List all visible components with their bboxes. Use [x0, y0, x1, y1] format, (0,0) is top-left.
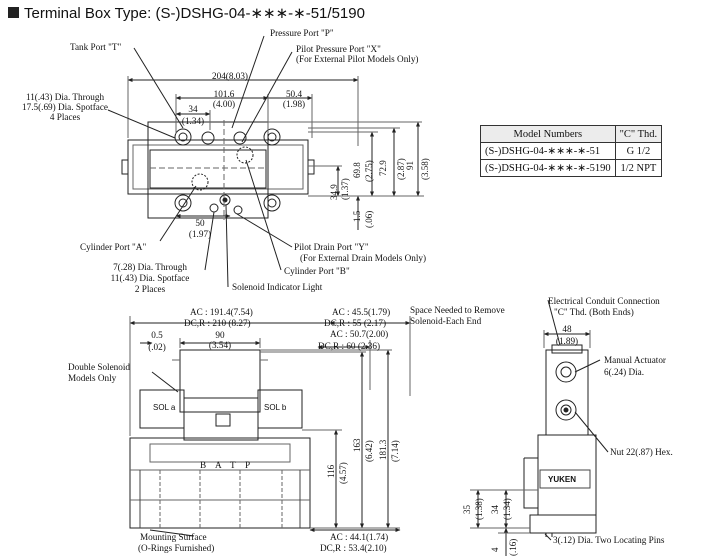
- pilot-drain-port-note: (For External Drain Models Only): [300, 253, 427, 263]
- dim-48: 48: [562, 324, 572, 334]
- dim-90: 90: [215, 330, 225, 340]
- dim-34-side: 34: [490, 505, 500, 514]
- bolt-hole-line1: 11(.43) Dia. Through: [25, 92, 105, 102]
- port-a-mark: A: [215, 460, 222, 470]
- dim-91-inch: (3.58): [420, 158, 430, 180]
- dim-90-inch: (3.54): [208, 340, 232, 350]
- space-needed-line2: Solenoid-Each End: [410, 316, 482, 326]
- dim-163-inch: (6.42): [364, 440, 374, 462]
- dim-0-5-inch: (.02): [148, 342, 166, 352]
- dim-34-9-inch: (1.37): [340, 178, 350, 200]
- dim-34: 34: [188, 104, 198, 114]
- pressure-port-label: Pressure Port "P": [270, 28, 334, 38]
- pin-hole-line2: 11(.43) Dia. Spotface: [110, 273, 190, 283]
- port-p-mark: P: [245, 460, 251, 470]
- table-cell-model: (S-)DSHG-04-∗∗∗-∗-51: [480, 142, 616, 160]
- port-b-mark: B: [200, 460, 207, 470]
- dim-dc-55: DC,R : 55 (2.17): [324, 318, 387, 328]
- locating-pins-label: 3(.12) Dia. Two Locating Pins: [553, 535, 665, 545]
- space-needed-line1: Space Needed to Remove: [410, 305, 505, 315]
- pin-hole-line1: 7(.28) Dia. Through: [113, 262, 187, 272]
- pilot-drain-port-label: Pilot Drain Port "Y": [294, 242, 369, 252]
- front-view-dimensions: [129, 316, 411, 537]
- dim-34-inch: (1.34): [181, 116, 205, 126]
- table-row: (S-)DSHG-04-∗∗∗-∗-5190 1/2 NPT: [480, 159, 663, 177]
- dim-35-inch: (1.38): [474, 498, 484, 520]
- dim-101-6-inch: (4.00): [212, 99, 236, 109]
- dim-50-4: 50.4: [285, 89, 303, 99]
- dim-ac-50-7: AC : 50.7(2.00): [330, 329, 389, 339]
- sol-a-tag: SOL a: [153, 403, 176, 412]
- dim-34-side-inch: (1.34): [502, 498, 512, 520]
- pilot-pressure-port-note: (For External Pilot Models Only): [296, 54, 419, 64]
- manual-actuator-line1: Manual Actuator: [604, 355, 666, 365]
- dim-ac-45-5: AC : 45.5(1.79): [332, 307, 391, 317]
- cylinder-port-b-label: Cylinder Port "B": [284, 266, 350, 276]
- bolt-hole-line2: 17.5(.69) Dia. Spotface: [22, 102, 108, 112]
- table-cell-thread: 1/2 NPT: [614, 159, 663, 177]
- page-title-text: Terminal Box Type: (S-)DSHG-04-∗∗∗-∗-51/…: [24, 5, 365, 22]
- table-header-row: Model Numbers "C" Thd.: [480, 125, 663, 143]
- dim-101-6: 101.6: [213, 89, 235, 99]
- dim-69-8: 69.8: [352, 162, 362, 178]
- dim-34-9: 34.9: [329, 184, 339, 200]
- page-title: Terminal Box Type: (S-)DSHG-04-∗∗∗-∗-51/…: [8, 4, 365, 22]
- dim-50-4-inch: (1.98): [282, 99, 306, 109]
- side-view-dimensions: [470, 299, 609, 556]
- table-cell-model: (S-)DSHG-04-∗∗∗-∗-5190: [480, 159, 616, 177]
- front-view-valve: [129, 349, 311, 529]
- dim-163: 163: [352, 438, 362, 453]
- pin-hole-line3: 2 Places: [134, 284, 166, 294]
- dim-4: 4: [490, 547, 500, 553]
- dim-72-9: 72.9: [378, 160, 388, 176]
- mounting-surface-line2: (O-Rings Furnished): [138, 543, 215, 553]
- dim-35: 35: [462, 505, 472, 514]
- table-header-thread: "C" Thd.: [614, 125, 663, 143]
- conduit-line1: Electrical Conduit Connection: [548, 296, 660, 306]
- double-solenoid-line1: Double Solenoid: [68, 362, 131, 372]
- dim-204: 204(8.03): [212, 71, 248, 81]
- bolt-hole-line3: 4 Places: [49, 112, 81, 122]
- dim-50: 50: [195, 218, 205, 228]
- dim-1-5: 1.5: [352, 210, 362, 222]
- dim-48-inch: (1.89): [555, 336, 579, 346]
- mounting-surface-line1: Mounting Surface: [140, 532, 207, 542]
- dim-1-5-inch: (.06): [364, 210, 374, 228]
- table-header-model: Model Numbers: [480, 125, 616, 143]
- conduit-line2: "C" Thd. (Both Ends): [554, 307, 634, 317]
- dim-69-8-inch: (2.75): [364, 160, 374, 182]
- dim-ac-44-1: AC : 44.1(1.74): [330, 532, 389, 542]
- port-t-mark: T: [230, 460, 236, 470]
- dim-ac-191-4: AC : 191.4(7.54): [190, 307, 253, 317]
- table-row: (S-)DSHG-04-∗∗∗-∗-51 G 1/2: [480, 142, 663, 160]
- dim-dc-210: DC,R : 210 (8.27): [184, 318, 251, 328]
- model-numbers-table: Model Numbers "C" Thd. (S-)DSHG-04-∗∗∗-∗…: [480, 125, 663, 177]
- dim-50-inch: (1.97): [188, 229, 212, 239]
- yuken-logo: YUKEN: [548, 475, 577, 484]
- dim-181-3-inch: (7.14): [390, 440, 400, 462]
- solenoid-indicator-label: Solenoid Indicator Light: [232, 282, 323, 292]
- manual-actuator-line2: 6(.24) Dia.: [604, 367, 645, 377]
- tank-port-label: Tank Port "T": [70, 42, 122, 52]
- cylinder-port-a-label: Cylinder Port "A": [80, 242, 147, 252]
- dim-91: 91: [405, 161, 415, 170]
- dim-4-inch: (.16): [508, 538, 518, 556]
- dim-116-inch: (4.57): [338, 462, 348, 484]
- double-solenoid-line2: Models Only: [68, 373, 117, 383]
- dim-dc-60: DC,R : 60 (2.36): [318, 341, 381, 351]
- nut-label: Nut 22(.87) Hex.: [610, 447, 673, 457]
- dim-dc-53-4: DC,R : 53.4(2.10): [320, 543, 387, 553]
- dim-116: 116: [326, 464, 336, 478]
- top-view-dimensions: [107, 35, 424, 288]
- top-view-valve: [121, 120, 315, 220]
- side-view-valve: [523, 344, 597, 537]
- square-bullet-icon: [8, 7, 19, 18]
- dim-181-3: 181.3: [378, 439, 388, 460]
- table-cell-thread: G 1/2: [614, 142, 663, 160]
- sol-b-tag: SOL b: [264, 403, 287, 412]
- dim-0-5: 0.5: [151, 330, 163, 340]
- pilot-pressure-port-label: Pilot Pressure Port "X": [296, 44, 381, 54]
